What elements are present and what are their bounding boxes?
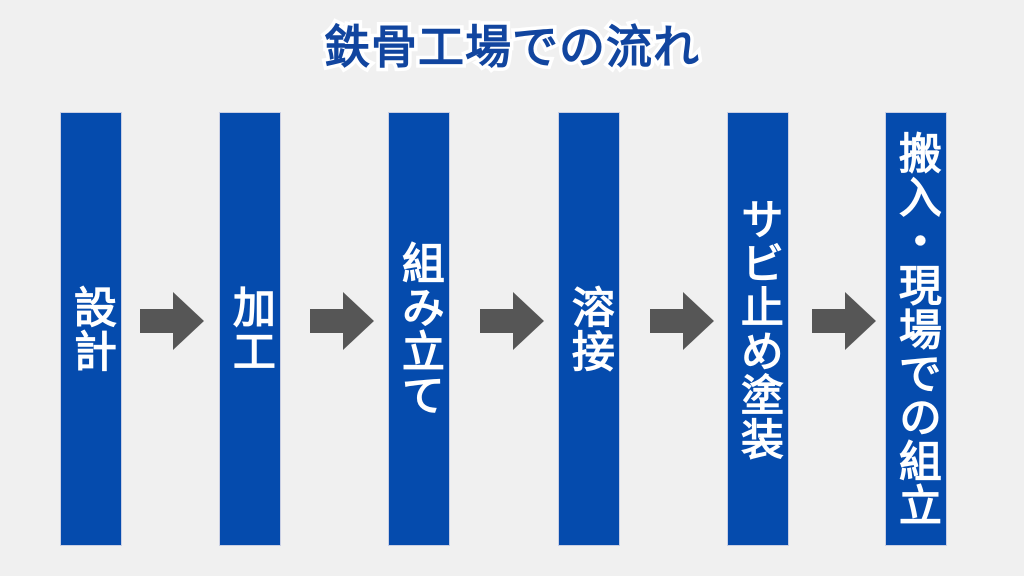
process-step-label: 組み立て	[394, 241, 445, 417]
flow-arrow-icon	[812, 292, 876, 350]
process-step-label: 加工	[225, 285, 276, 373]
process-step-box[interactable]: サビ止め塗装	[727, 112, 789, 546]
page-title: 鉄骨工場での流れ	[321, 18, 703, 77]
process-step-box[interactable]: 組み立て	[388, 112, 450, 546]
flow-arrow-icon	[650, 292, 714, 350]
flow-arrow-icon	[310, 292, 374, 350]
process-step-box[interactable]: 溶接	[558, 112, 620, 546]
process-step-label: サビ止め塗装	[733, 197, 784, 461]
process-step-label: 搬入・現場での組立	[891, 131, 942, 527]
process-step-box[interactable]: 搬入・現場での組立	[885, 112, 947, 546]
process-step-label: 設計	[66, 285, 117, 373]
process-flow: 設計 加工 組み立て 溶接 サビ止め塗装 搬入・現場での組立	[0, 112, 1024, 548]
flow-arrow-icon	[480, 292, 544, 350]
flow-arrow-icon	[140, 292, 204, 350]
process-step-box[interactable]: 加工	[219, 112, 281, 546]
process-step-label: 溶接	[564, 285, 615, 373]
process-step-box[interactable]: 設計	[60, 112, 122, 546]
